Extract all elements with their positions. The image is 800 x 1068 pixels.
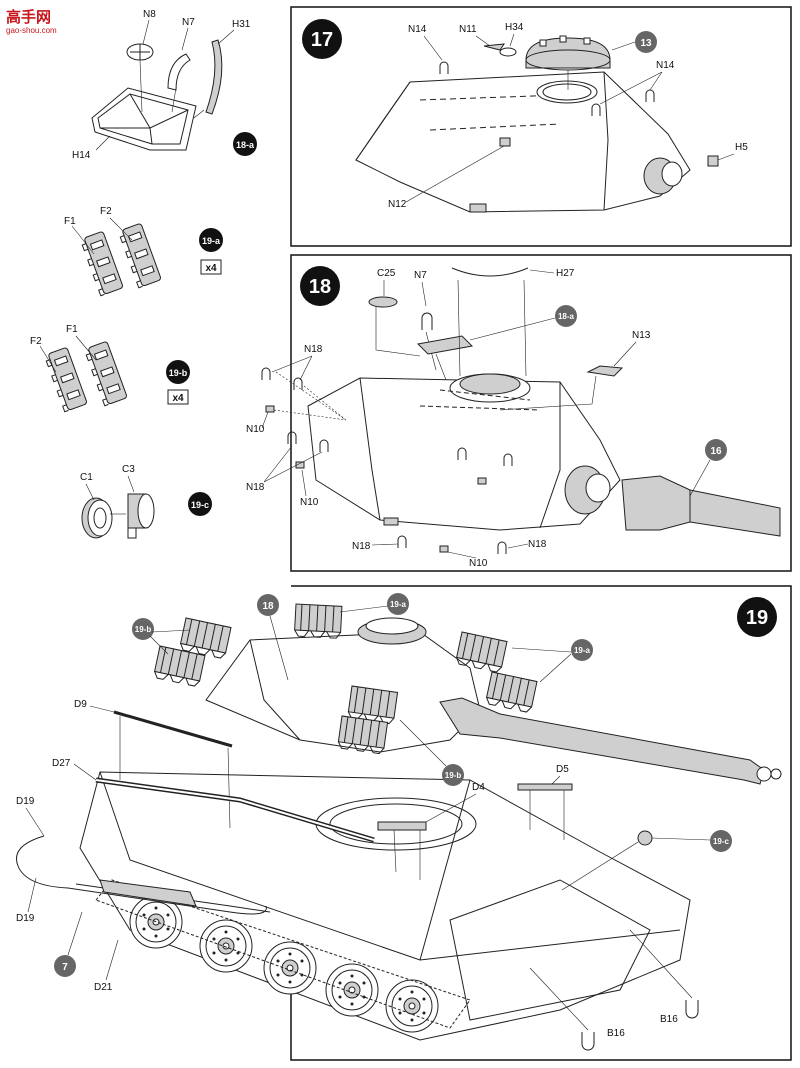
- part-label-n18-a: N18: [304, 344, 323, 355]
- ref-circle-7: [54, 955, 76, 977]
- ref-circle-19a-2: [571, 639, 593, 661]
- step-18-badge: [300, 266, 340, 306]
- part-label-h5: H5: [735, 142, 748, 153]
- ref-circle-19a-1: [387, 593, 409, 615]
- watermark-title: 高手网: [6, 8, 51, 26]
- part-label-n14-a: N14: [408, 24, 427, 35]
- multiplier-19a: x4: [205, 263, 217, 274]
- subassembly-tag-18a-badge: [233, 132, 257, 156]
- ref-19c: 19-c: [713, 837, 730, 846]
- ref-circle-13: [635, 31, 657, 53]
- step-18-number: 18: [309, 276, 331, 298]
- step-19-panel: 19: [16, 585, 792, 1061]
- part-label-d9: D9: [74, 699, 87, 710]
- part-label-d4: D4: [472, 782, 485, 793]
- part-label-h34: H34: [505, 22, 524, 33]
- watermark-logo: 高手网 gao-shou.com: [6, 8, 57, 35]
- part-label-h27: H27: [556, 268, 575, 279]
- part-label-d19-b: D19: [16, 913, 35, 924]
- part-label-n10-b: N10: [300, 497, 319, 508]
- ref-circle-19b-1: [132, 618, 154, 640]
- ref-circle-18: [257, 594, 279, 616]
- subassembly-tag-19c: 19-c: [191, 500, 209, 510]
- part-label-n7-b: N7: [414, 270, 427, 281]
- subassembly-19b: F2 F1 19-b x4: [30, 324, 190, 413]
- part-label-d27: D27: [52, 758, 71, 769]
- part-label-h31: H31: [232, 19, 251, 30]
- ref-circle-19c: [710, 830, 732, 852]
- part-label-n12: N12: [388, 199, 407, 210]
- part-label-c25: C25: [377, 268, 396, 279]
- ref-circle-19b-2: [442, 764, 464, 786]
- part-label-d5: D5: [556, 764, 569, 775]
- ref-19b-2: 19-b: [445, 771, 462, 780]
- ref-18: 18: [262, 601, 274, 612]
- part-label-n10-a: N10: [246, 424, 265, 435]
- subassembly-tag-18a: 18-a: [236, 140, 255, 150]
- part-label-b16-a: B16: [607, 1028, 625, 1039]
- part-label-n13: N13: [632, 330, 651, 341]
- ref-circle-18a: [555, 305, 577, 327]
- subassembly-19c: C1 C3 19-c: [80, 464, 212, 539]
- part-label-f1: F1: [64, 216, 76, 227]
- subassembly-tag-19b: 19-b: [169, 368, 188, 378]
- part-label-n10-c: N10: [469, 558, 488, 569]
- step-19-number: 19: [746, 607, 768, 629]
- ref-18a: 18-a: [558, 312, 575, 321]
- multiplier-19b: x4: [172, 393, 184, 404]
- step-18-panel: 18 16 18-a: [246, 254, 792, 572]
- ref-7: 7: [62, 962, 68, 973]
- part-label-n11: N11: [459, 24, 477, 35]
- part-label-n14-b: N14: [656, 60, 675, 71]
- part-label-f2-b: F2: [30, 336, 42, 347]
- ref-16: 16: [710, 446, 722, 457]
- ref-19a-1: 19-a: [390, 600, 407, 609]
- step-17-number: 17: [311, 29, 333, 51]
- multiplier-box-19a: [200, 259, 222, 275]
- subassembly-18a: N8 N7 H31 H14 18-a: [72, 9, 257, 161]
- subassembly-tag-19a: 19-a: [202, 236, 221, 246]
- subassembly-tag-19c-badge: [188, 492, 212, 516]
- part-label-n8: N8: [143, 9, 156, 20]
- multiplier-box-19b: [167, 389, 189, 405]
- subassembly-tag-19a-badge: [199, 228, 223, 252]
- part-label-c3: C3: [122, 464, 135, 475]
- part-label-d21: D21: [94, 982, 113, 993]
- part-label-n18-d: N18: [528, 539, 547, 550]
- ref-19a-2: 19-a: [574, 646, 591, 655]
- subassembly-tag-19b-badge: [166, 360, 190, 384]
- ref-19b-1: 19-b: [135, 625, 152, 634]
- part-label-b16-b: B16: [660, 1014, 678, 1025]
- part-label-f2: F2: [100, 206, 112, 217]
- part-label-d19-a: D19: [16, 796, 35, 807]
- step-17-panel: 17 13 N14 N11 H34 N14 N12: [290, 6, 792, 247]
- part-label-n7: N7: [182, 17, 195, 28]
- part-label-c1: C1: [80, 472, 93, 483]
- ref-13: 13: [640, 38, 652, 49]
- ref-circle-16: [705, 439, 727, 461]
- part-label-n18-c: N18: [352, 541, 371, 552]
- part-label-h14: H14: [72, 150, 91, 161]
- part-label-f1-b: F1: [66, 324, 78, 335]
- step-17-badge: [302, 19, 342, 59]
- step-19-badge: [737, 597, 777, 637]
- watermark-url: gao-shou.com: [6, 26, 57, 35]
- part-label-n18-b: N18: [246, 482, 265, 493]
- subassembly-19a: F1 F2 19-a x4: [64, 206, 223, 297]
